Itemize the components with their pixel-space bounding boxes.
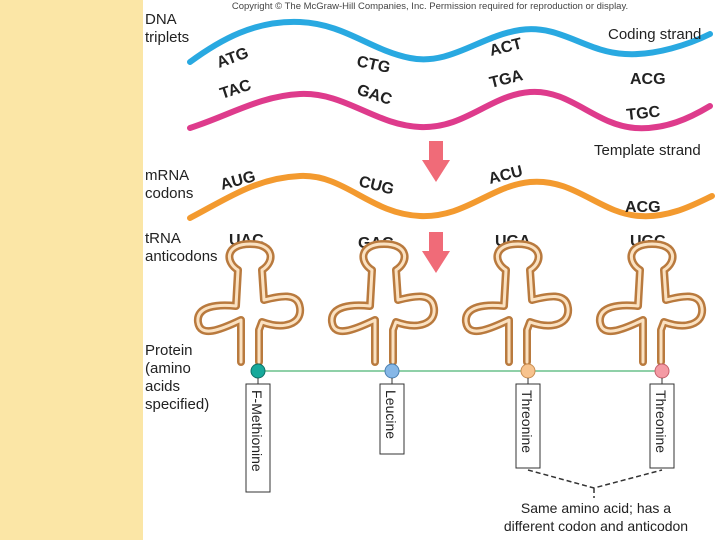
amino-acid-name-3: Threonine (519, 390, 535, 453)
template-triplet-1: TAC (218, 77, 254, 103)
protein-label-line2: (amino (145, 360, 191, 377)
amino-acid-bead-3 (520, 363, 536, 379)
coding-triplet-4: ACG (630, 71, 666, 88)
trna-label-line1: tRNA (145, 230, 181, 247)
transcription-arrow (422, 141, 450, 182)
trna-molecule-1 (194, 240, 305, 366)
trna-molecule-3 (462, 240, 573, 366)
coding-triplet-1: ATG (215, 45, 251, 72)
protein-label-line1: Protein (145, 342, 193, 359)
copyright-notice: Copyright © The McGraw-Hill Companies, I… (232, 1, 628, 12)
mrna-strand (187, 172, 715, 221)
amino-acid-bead-1 (250, 363, 266, 379)
amino-acid-name-2: Leucine (383, 390, 399, 439)
amino-acid-bead-4 (654, 363, 670, 379)
amino-acid-bead-2 (384, 363, 400, 379)
coding-triplet-2: CTG (355, 53, 392, 77)
protein-label-line4: specified) (145, 396, 209, 413)
note-line-1: Same amino acid; has a (521, 500, 671, 516)
mrna-label-line1: mRNA (145, 167, 189, 184)
left-margin-band (0, 0, 143, 540)
template-strand-label: Template strand (594, 142, 701, 159)
mrna-label-line2: codons (145, 185, 193, 202)
note-line-2: different codon and anticodon (504, 518, 688, 534)
trna-molecule-2 (328, 240, 439, 366)
dna-label-line2: triplets (145, 29, 189, 46)
same-amino-acid-bracket (527, 469, 663, 498)
coding-strand (187, 18, 713, 65)
template-triplet-4: TGC (626, 103, 662, 123)
template-triplet-2: GAC (355, 82, 394, 109)
template-triplet-3: TGA (488, 67, 525, 92)
amino-acid-box-3: Threonine (515, 383, 541, 469)
amino-acid-box-4: Threonine (649, 383, 675, 469)
template-strand (187, 88, 713, 132)
coding-strand-label: Coding strand (608, 26, 701, 43)
amino-acid-name-4: Threonine (653, 390, 669, 453)
trna-molecule-4 (596, 240, 707, 366)
trna-label-line2: anticodons (145, 248, 218, 265)
protein-label-line3: acids (145, 378, 180, 395)
amino-acid-name-1: F-Methionine (249, 390, 265, 472)
translation-arrow (422, 232, 450, 273)
mrna-codon-4: ACG (625, 199, 661, 216)
amino-acid-box-2: Leucine (379, 383, 405, 455)
amino-acid-box-1: F-Methionine (245, 383, 271, 493)
dna-label-line1: DNA (145, 11, 177, 28)
